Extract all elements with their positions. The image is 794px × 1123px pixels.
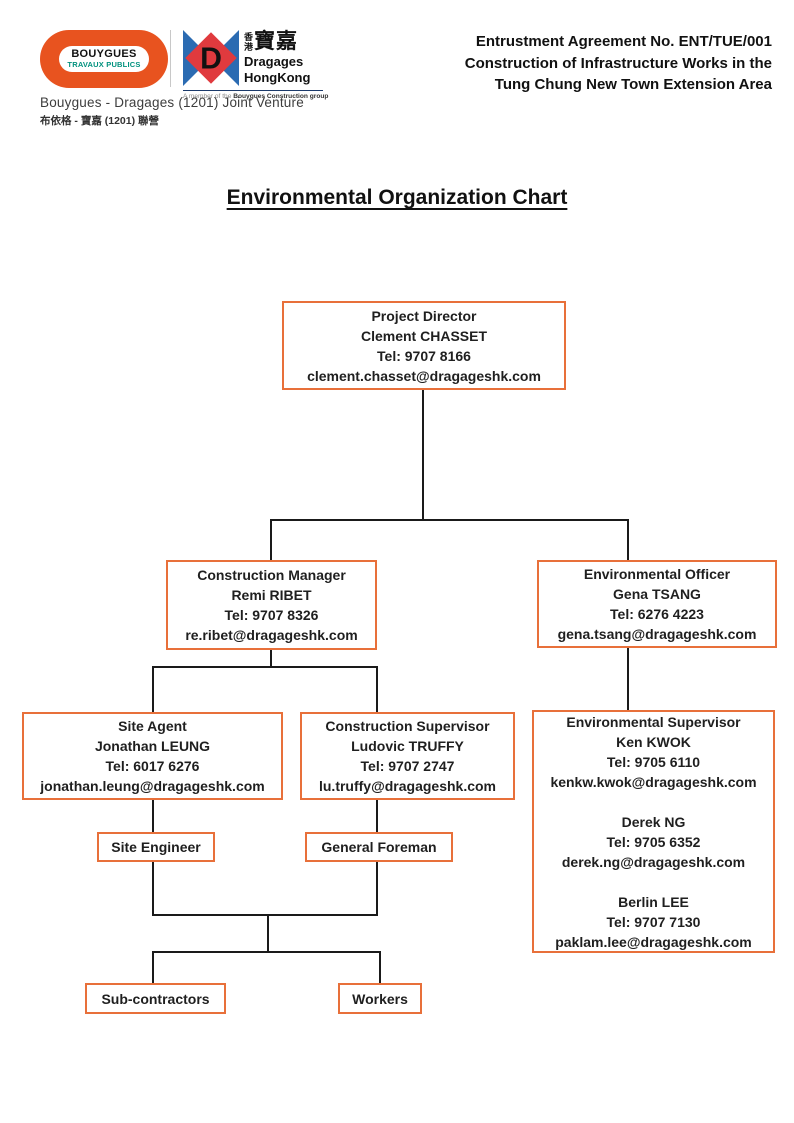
org-box-line: General Foreman (321, 839, 437, 855)
org-box-line: re.ribet@dragageshk.com (185, 627, 358, 643)
connector-line (270, 519, 272, 562)
org-box-line: jonathan.leung@dragageshk.com (40, 778, 265, 794)
connector-line (152, 951, 154, 985)
org-box-line: Berlin LEE (618, 893, 689, 910)
dragages-tagline-prefix: A member of the (183, 93, 234, 100)
org-box-line: Tel: 9707 7130 (606, 913, 701, 930)
joint-venture-name-cn: 布依格 - 寶嘉 (1201) 聯營 (40, 115, 160, 127)
connector-line (152, 951, 381, 953)
sub-contractors-box: Sub-contractors (85, 983, 226, 1014)
org-box-line: derek.ng@dragageshk.com (561, 853, 746, 870)
org-box-line: Site Agent (118, 718, 187, 734)
org-box-line: Ludovic TRUFFY (351, 738, 464, 754)
bouygues-travaux-publics-logo: BOUYGUES TRAVAUX PUBLICS (40, 30, 168, 88)
org-box-line: Tel: 9707 2747 (360, 758, 455, 774)
environmental-officer-box: Environmental Officer Gena TSANG Tel: 62… (537, 560, 777, 648)
org-box-line: Project Director (371, 307, 477, 324)
agreement-line-3: Tung Chung New Town Extension Area (494, 76, 772, 93)
bouygues-logo-subtitle: TRAVAUX PUBLICS (67, 59, 141, 69)
svg-text:D: D (200, 43, 222, 76)
connector-line (270, 650, 272, 668)
dragages-name-line1: Dragages (244, 53, 304, 69)
org-box-line: lu.truffy@dragageshk.com (318, 778, 497, 794)
org-box-line: Tel: 9707 8166 (377, 347, 471, 364)
org-box-line: Construction Manager (197, 567, 346, 583)
connector-line (267, 914, 269, 953)
site-engineer-box: Site Engineer (97, 832, 215, 862)
dragages-tagline-bold: Bouygues Construction group (233, 93, 329, 100)
org-box-line: gena.tsang@dragageshk.com (557, 626, 757, 642)
bouygues-logo-name: BOUYGUES (71, 48, 137, 61)
dragages-chinese-name: 香港 寶嘉 (244, 31, 310, 53)
connector-line (271, 519, 629, 521)
page-title: Environmental Organization Chart (226, 186, 568, 209)
org-box-line: Site Engineer (111, 839, 201, 855)
connector-line (376, 666, 378, 714)
org-box-line: Gena TSANG (613, 586, 701, 602)
org-box-line: Derek NG (621, 813, 686, 830)
org-box-line (534, 872, 773, 892)
org-box-line: Jonathan LEUNG (94, 738, 211, 754)
connector-line (376, 862, 378, 916)
connector-line (152, 800, 154, 834)
site-agent-box: Site Agent Jonathan LEUNG Tel: 6017 6276… (22, 712, 283, 800)
bouygues-logo-label: BOUYGUES TRAVAUX PUBLICS (59, 46, 149, 72)
connector-line (376, 800, 378, 834)
agreement-line-1: Entrustment Agreement No. ENT/TUE/001 (475, 33, 772, 50)
construction-manager-box: Construction Manager Remi RIBET Tel: 970… (166, 560, 377, 650)
org-box-line: kenkw.kwok@dragageshk.com (550, 773, 757, 790)
dragages-name-line2: HongKong (244, 70, 311, 86)
org-box-line: Tel: 9705 6352 (606, 833, 701, 850)
construction-supervisor-box: Construction Supervisor Ludovic TRUFFY T… (300, 712, 515, 800)
connector-line (152, 666, 154, 714)
agreement-line-2: Construction of Infrastructure Works in … (464, 54, 772, 72)
dragages-tagline: A member of the Bouygues Construction gr… (183, 93, 328, 100)
org-box-line: Tel: 9705 6110 (606, 753, 701, 770)
org-box-line: paklam.lee@dragageshk.com (555, 933, 752, 950)
org-box-line: Ken KWOK (616, 733, 691, 750)
org-box-line (534, 792, 773, 812)
dragages-hongkong-logo: D 香港 寶嘉 Dragages HongKong A member of th… (183, 30, 328, 100)
connector-line (379, 951, 381, 985)
org-box-line: Sub-contractors (101, 990, 210, 1007)
connector-line (152, 666, 378, 668)
dragages-logo-rule (183, 90, 323, 91)
org-box-line: Clement CHASSET (360, 327, 488, 344)
workers-box: Workers (338, 983, 422, 1014)
connector-line (152, 914, 378, 916)
connector-line (627, 648, 629, 712)
org-box-line: clement.chasset@dragageshk.com (307, 367, 541, 384)
dragages-diamond-icon: D (183, 30, 239, 86)
org-box-line: Environmental Supervisor (566, 713, 741, 730)
org-box-line: Environmental Officer (583, 566, 731, 582)
general-foreman-box: General Foreman (305, 832, 453, 862)
org-box-line: Tel: 6017 6276 (105, 758, 200, 774)
org-box-line: Remi RIBET (231, 587, 312, 603)
connector-line (422, 389, 424, 521)
org-box-line: Tel: 9707 8326 (224, 607, 319, 623)
dragages-cn-baojia: 寶嘉 (254, 30, 298, 53)
dragages-cn-hongkong: 香港 (244, 32, 254, 52)
org-box-line: Construction Supervisor (325, 718, 490, 734)
org-box-line: Workers (352, 990, 408, 1007)
connector-line (627, 519, 629, 562)
org-box-line: Tel: 6276 4223 (610, 606, 704, 622)
logo-divider (170, 30, 171, 87)
agreement-header: Entrustment Agreement No. ENT/TUE/001 Co… (342, 31, 772, 96)
project-director-box: Project Director Clement CHASSET Tel: 97… (282, 301, 566, 390)
joint-venture-name-en: Bouygues - Dragages (1201) Joint Venture (40, 95, 304, 110)
connector-line (152, 862, 154, 916)
environmental-supervisor-box: Environmental Supervisor Ken KWOK Tel: 9… (532, 710, 775, 953)
